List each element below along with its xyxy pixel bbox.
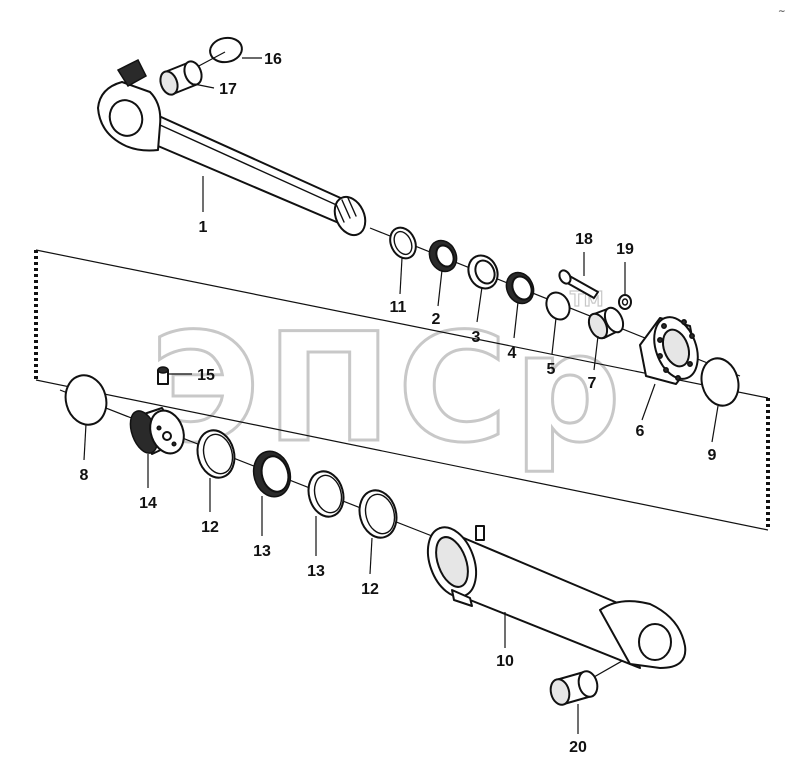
cylinder-head-6 bbox=[639, 316, 699, 385]
piston-seal-13a bbox=[252, 450, 292, 498]
callout-5: 5 bbox=[547, 361, 556, 378]
callout-9: 9 bbox=[708, 447, 717, 464]
set-screw-15 bbox=[157, 366, 169, 385]
callout-18: 18 bbox=[575, 231, 593, 248]
piston-seal-13b bbox=[307, 470, 345, 518]
callout-8: 8 bbox=[80, 467, 89, 484]
callout-11: 11 bbox=[390, 299, 407, 316]
callout-15: 15 bbox=[197, 367, 215, 384]
callout-2: 2 bbox=[432, 311, 441, 328]
o-ring-8 bbox=[64, 374, 108, 426]
callout-17: 17 bbox=[219, 81, 237, 98]
wear-ring-12a bbox=[196, 429, 236, 479]
corner-mark: ~ bbox=[778, 7, 786, 17]
callout-1: 1 bbox=[199, 219, 208, 236]
guide-bushing-7 bbox=[587, 306, 625, 340]
bushing-20 bbox=[549, 670, 599, 706]
leader-lines bbox=[83, 57, 719, 734]
snap-ring-16 bbox=[209, 36, 243, 64]
piston-14 bbox=[129, 407, 185, 455]
seal-ring-11 bbox=[389, 226, 417, 260]
callout-14: 14 bbox=[139, 495, 157, 512]
piston-rod bbox=[97, 58, 367, 237]
seal-ring-4 bbox=[505, 271, 535, 305]
seal-ring-3 bbox=[467, 254, 499, 290]
washer-19 bbox=[618, 294, 632, 310]
callout-10: 10 bbox=[496, 653, 514, 670]
callout-12b: 12 bbox=[361, 581, 379, 598]
bushing-17 bbox=[159, 60, 203, 96]
callout-7: 7 bbox=[588, 375, 597, 392]
callout-labels: 1 2 3 4 5 6 7 8 9 10 11 12 12 13 13 14 1… bbox=[80, 51, 717, 756]
callout-20: 20 bbox=[569, 739, 587, 756]
o-ring-9 bbox=[700, 357, 740, 407]
callout-13a: 13 bbox=[253, 543, 271, 560]
seal-ring-2 bbox=[428, 239, 458, 273]
cylinder-tube-10 bbox=[426, 525, 687, 669]
callout-16: 16 bbox=[264, 51, 282, 68]
callout-4: 4 bbox=[508, 345, 517, 362]
callout-13b: 13 bbox=[307, 563, 325, 580]
callout-19: 19 bbox=[616, 241, 634, 258]
callout-12a: 12 bbox=[201, 519, 219, 536]
callout-3: 3 bbox=[472, 329, 481, 346]
seal-ring-5 bbox=[545, 291, 571, 321]
bolt-18 bbox=[558, 269, 599, 299]
callout-6: 6 bbox=[636, 423, 645, 440]
wear-ring-12b bbox=[358, 489, 398, 539]
